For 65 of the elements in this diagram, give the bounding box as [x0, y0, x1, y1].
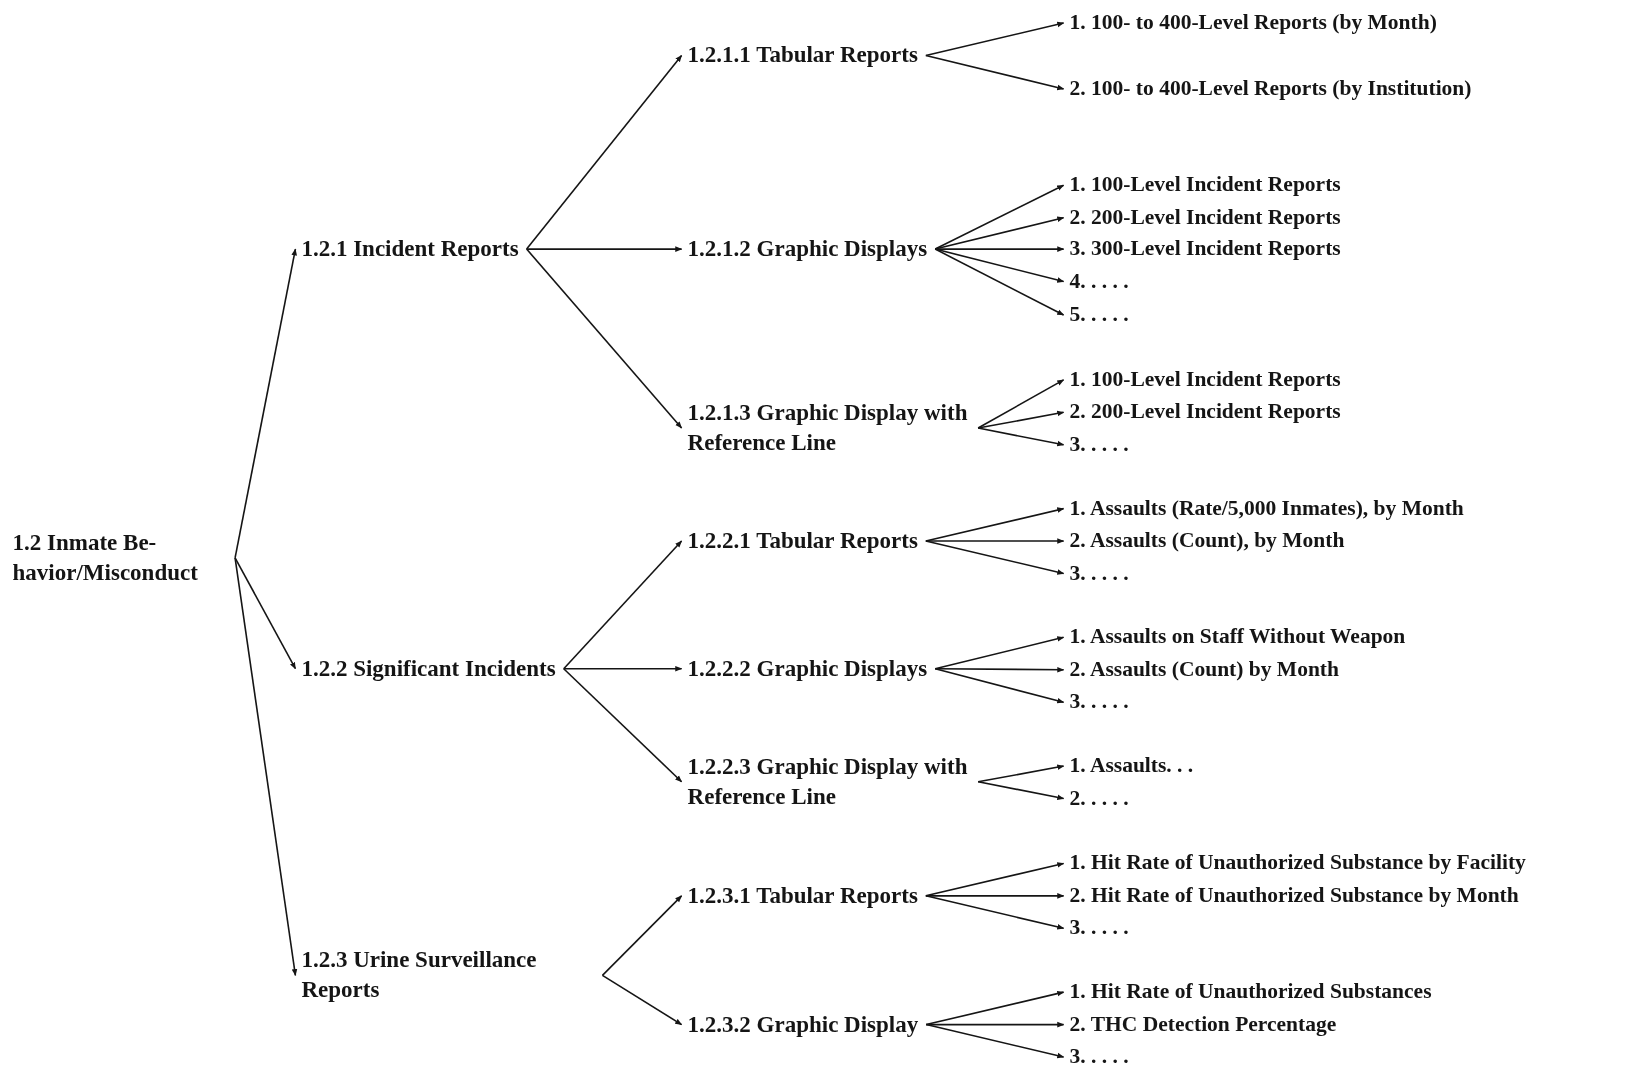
report-item-label: 1. Hit Rate of Unauthorized Substances — [1069, 978, 1432, 1007]
arrow — [977, 379, 1065, 429]
arrow — [977, 780, 1065, 801]
arrow — [934, 667, 1065, 704]
report-item-label: 1. Assaults on Staff Without Weapon — [1069, 623, 1406, 652]
report-item-label: 1. Assaults (Rate/5,000 Inmates), by Month — [1069, 494, 1464, 523]
report-item-label: 3. . . . . — [1069, 1043, 1129, 1071]
arrow — [934, 184, 1065, 250]
arrow — [925, 895, 1065, 930]
report-item-label: 3. 300-Level Incident Reports — [1069, 235, 1341, 264]
arrow — [601, 974, 683, 1026]
arrow — [934, 636, 1065, 670]
arrow — [234, 557, 297, 670]
arrow — [925, 893, 1065, 899]
arrow — [925, 540, 1065, 575]
arrow — [925, 21, 1065, 57]
category-label: 1.2.2.1 Tabular Reports — [687, 526, 918, 556]
arrow — [525, 54, 683, 250]
category-label: 1.2.1.1 Tabular Reports — [687, 40, 918, 71]
report-item-label: 2. Hit Rate of Unauthorized Substance by Month — [1069, 881, 1519, 910]
report-item-label: 2. Assaults (Count) by Month — [1069, 655, 1339, 684]
arrow — [525, 246, 683, 252]
report-item-label: 1. Hit Rate of Unauthorized Substance by Facility — [1069, 849, 1526, 878]
arrow — [234, 248, 297, 559]
category-label: 1.2.3 Urine Surveillance Reports — [301, 945, 595, 1006]
report-item-label: 3. . . . . — [1069, 688, 1129, 717]
report-item-label: 2. . . . . — [1069, 784, 1129, 813]
report-item-label: 2. 200-Level Incident Reports — [1069, 398, 1341, 427]
report-item-label: 1. 100-Level Incident Reports — [1069, 171, 1341, 200]
report-item-label: 3. . . . . — [1069, 430, 1129, 459]
arrow — [925, 862, 1065, 897]
arrow — [562, 665, 683, 672]
arrow — [925, 538, 1065, 544]
category-label: 1.2 Inmate Be- havior/Misconduct — [12, 527, 228, 588]
report-item-label: 1. 100-Level Incident Reports — [1069, 365, 1341, 394]
category-label: 1.2.3.1 Tabular Reports — [687, 880, 918, 911]
arrow — [562, 540, 683, 670]
category-label: 1.2.1.3 Graphic Display with Reference Line — [687, 398, 971, 458]
report-item-label: 3. . . . . — [1069, 914, 1129, 943]
report-item-label: 2. THC Detection Percentage — [1069, 1010, 1337, 1039]
report-item-label: 2. 200-Level Incident Reports — [1069, 203, 1341, 232]
arrow — [934, 666, 1065, 673]
arrow — [977, 410, 1065, 429]
report-item-label: 2. 100- to 400-Level Reports (by Institution) — [1069, 75, 1472, 103]
category-label: 1.2.2.2 Graphic Displays — [687, 653, 928, 684]
arrow — [601, 895, 683, 977]
arrow — [934, 248, 1065, 316]
report-item-label: 5. . . . . — [1069, 301, 1129, 329]
arrow — [562, 667, 683, 783]
category-label: 1.2.1.2 Graphic Displays — [687, 234, 928, 264]
category-label: 1.2.1 Incident Reports — [301, 234, 519, 264]
category-label: 1.2.2.3 Graphic Display with Reference Line — [687, 751, 971, 812]
report-item-label: 4. . . . . — [1069, 267, 1129, 296]
category-label: 1.2.3.2 Graphic Display — [687, 1009, 919, 1040]
report-item-label: 3. . . . . — [1069, 559, 1129, 588]
report-item-label: 1. 100- to 400-Level Reports (by Month) — [1069, 9, 1437, 37]
arrow — [925, 54, 1065, 91]
arrow — [234, 557, 298, 977]
arrow — [525, 248, 683, 429]
report-item-label: 2. Assaults (Count), by Month — [1069, 527, 1345, 556]
arrow — [977, 427, 1065, 447]
arrow — [925, 1023, 1065, 1059]
arrow — [925, 990, 1065, 1026]
category-label: 1.2.2 Significant Incidents — [301, 653, 556, 684]
report-item-label: 1. Assaults. . . — [1069, 752, 1194, 781]
